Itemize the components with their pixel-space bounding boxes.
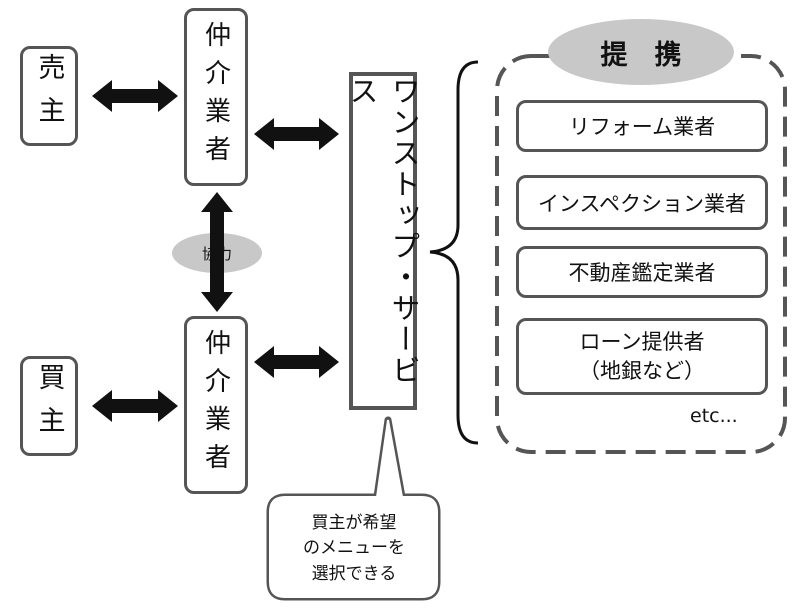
etc-label: etc... [690,405,738,427]
partner-reform: リフォーム業者 [516,100,768,152]
arrows [92,80,339,422]
callout-line-2: のメニューを [303,538,405,559]
curly-brace [429,60,479,445]
one-stop-service-box: ワンストップ・サービス [345,72,421,410]
partner-loan: ローン提供者 （地銀など） [516,318,768,395]
arrow-seller-agent [92,80,178,112]
partner-loan-line2: （地銀など） [579,358,705,383]
arrow-buyer-agent [92,390,178,422]
arrow-agent-onestop-bottom [254,346,339,378]
callout-line-3: 選択できる [311,563,397,584]
partnership-label: 提 携 [600,39,682,71]
arrow-agent-onestop-top [254,118,339,150]
buyer-label: 買主 [33,363,65,449]
partner-inspection: インスペクション業者 [516,175,768,230]
seller-box: 売主 [20,46,78,146]
partner-appraisal: 不動産鑑定業者 [516,246,768,298]
seller-label: 売主 [33,53,65,139]
one-stop-service-label: ワンストップ・サービス [345,76,421,386]
callout-text: 買主が希望 のメニューを 選択できる [272,505,436,593]
agent-top-box: 仲介業者 [184,8,248,186]
partner-loan-line1: ローン提供者 [579,330,705,355]
callout-line-1: 買主が希望 [311,512,397,533]
partnership-ellipse [548,19,734,85]
agent-bottom-label: 仲介業者 [200,329,231,481]
agent-top-label: 仲介業者 [200,21,231,173]
cooperation-label: 協力 [201,244,232,263]
arrow-agent-agent [201,192,233,312]
buyer-box: 買主 [20,356,78,456]
agent-bottom-box: 仲介業者 [184,316,248,494]
